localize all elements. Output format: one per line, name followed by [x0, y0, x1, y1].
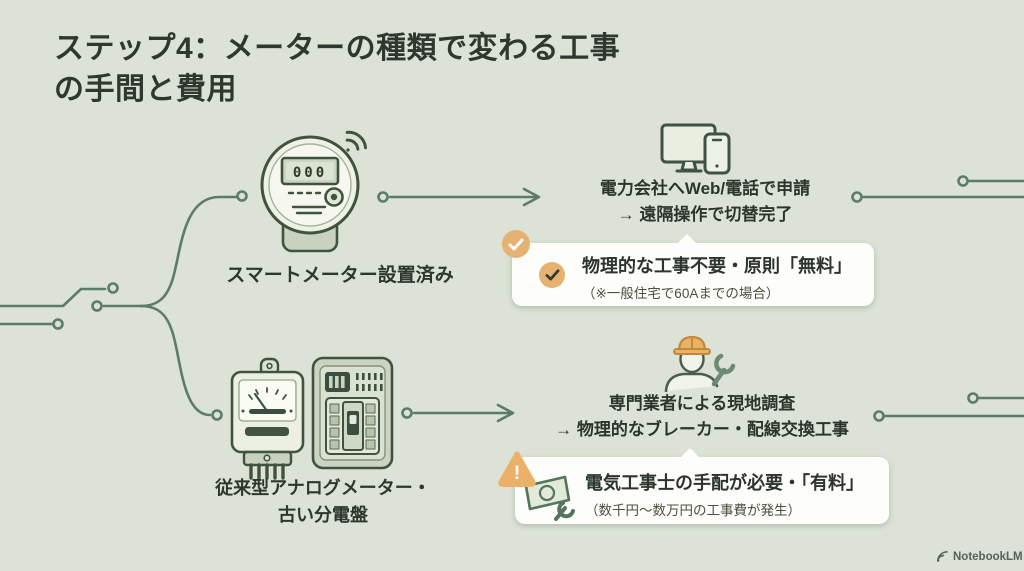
warning-icon: !	[498, 451, 536, 487]
wifi-icon	[345, 130, 368, 152]
paid-note-title: 電気工事士の手配が必要・「有料」	[585, 473, 864, 493]
analog-meter-and-panel-illustration	[230, 356, 394, 480]
notebooklm-watermark: NotebookLM	[936, 550, 1023, 563]
free-note-title: 物理的な工事不要・原則「無料」	[582, 256, 852, 276]
paid-note-card: 電気工事士の手配が必要・「有料」 （数千円〜数万円の工事費が発生）	[515, 448, 889, 524]
desktop-and-smartphone-icon	[660, 123, 731, 175]
card-pointer	[677, 234, 697, 244]
analog-meter-label-line1: 従来型アナログメーター・	[215, 478, 431, 498]
analog-meter-label-line2: 古い分電盤	[278, 505, 368, 525]
check-icon	[502, 230, 530, 258]
page-title-line2: の手間と費用	[54, 73, 237, 106]
legacy-step-description: 専門業者による現地調査 → 物理的なブレーカー・配線交換工事	[528, 391, 876, 443]
smart-meter-illustration: 000	[260, 130, 368, 253]
money-and-wrench-icon	[524, 475, 575, 521]
analog-meter-label: 従来型アナログメーター・ 古い分電盤	[198, 475, 448, 529]
smart-step-line2: → 遠隔操作で切替完了	[617, 205, 793, 224]
page-title: ステップ4：メーターの種類で変わる工事 の手間と費用	[54, 28, 754, 110]
smart-meter-label: スマートメーター設置済み	[226, 265, 454, 286]
page-title-line1: ステップ4：メーターの種類で変わる工事	[54, 32, 621, 65]
legacy-step-line1: 専門業者による現地調査	[608, 394, 796, 413]
legacy-step-line2: → 物理的なブレーカー・配線交換工事	[555, 420, 849, 439]
warning-mark: !	[514, 463, 520, 484]
smart-step-description: 電力会社へWeb/電話で申請 → 遠隔操作で切替完了	[545, 176, 865, 228]
card-pointer	[680, 448, 700, 458]
smart-step-line1: 電力会社へWeb/電話で申請	[599, 179, 811, 198]
notebooklm-logo-icon	[937, 551, 948, 562]
paid-note-subtext: （数千円〜数万円の工事費が発生）	[585, 503, 801, 518]
watermark-label: NotebookLM	[953, 550, 1023, 563]
meter-display-value: 000	[293, 165, 327, 181]
worker-with-wrench-icon	[664, 335, 736, 392]
check-icon	[539, 262, 565, 288]
free-note-subtext: （※一般住宅で60Aまでの場合）	[582, 286, 780, 301]
free-note-card: 物理的な工事不要・原則「無料」 （※一般住宅で60Aまでの場合）	[512, 234, 874, 306]
